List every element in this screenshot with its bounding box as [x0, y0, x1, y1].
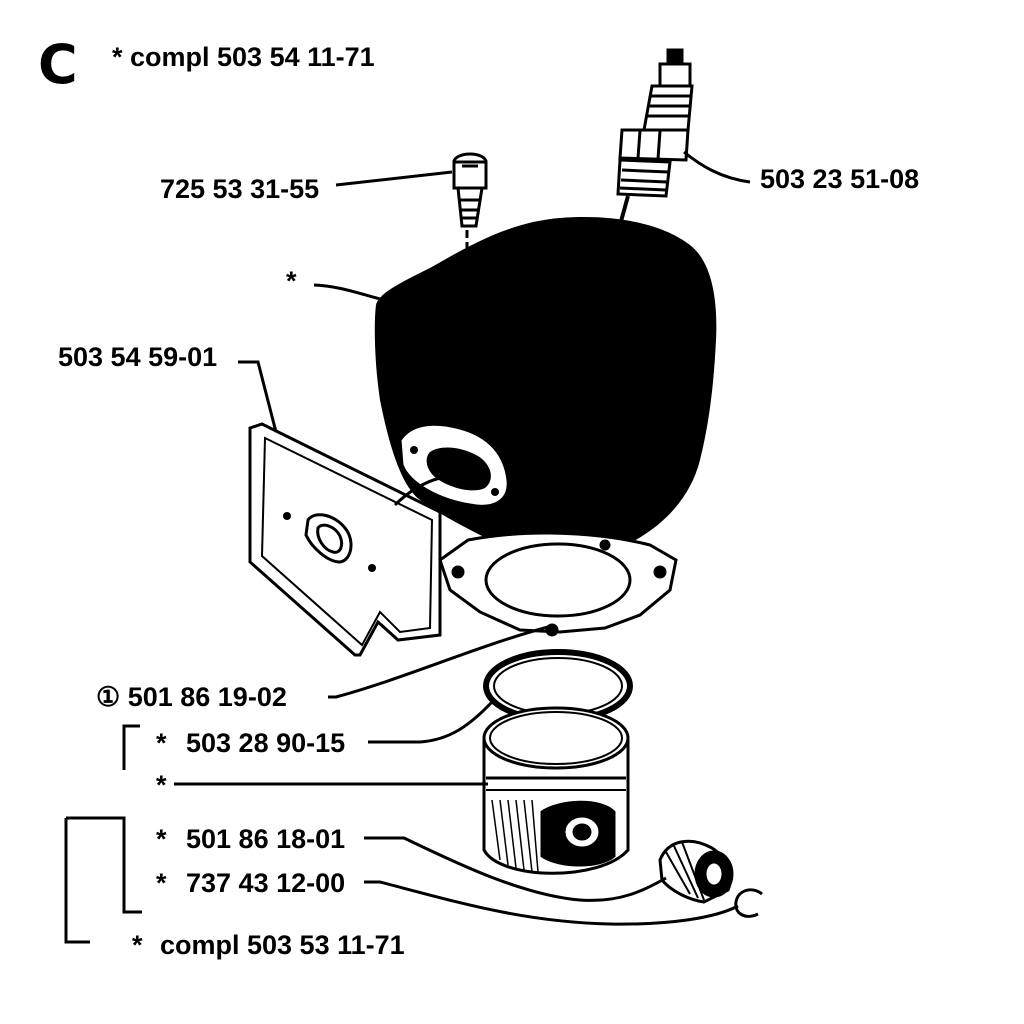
- spark-plug-drawing: [616, 48, 694, 226]
- circlip-part-number: 737 43 12-00: [186, 868, 346, 898]
- gasket-part-number: ① 501 86 19-02: [96, 682, 287, 712]
- piston-ring-part-number: 503 28 90-15: [186, 728, 346, 758]
- needle-bearing-drawing: [658, 839, 734, 904]
- circlip-marker: *: [156, 868, 167, 898]
- heat-shield-drawing: [248, 422, 442, 657]
- section-compl-label: * compl 503 54 11-71: [112, 42, 375, 72]
- heat-shield-part-number: 503 54 59-01: [58, 342, 218, 372]
- group-brackets: [64, 724, 142, 944]
- bolt-part-number: 725 53 31-55: [160, 174, 320, 204]
- piston-kit-part-number: compl 503 53 11-71: [160, 930, 405, 960]
- needle-bearing-part-number: 501 86 18-01: [186, 824, 346, 854]
- piston-ring-marker: *: [156, 728, 167, 758]
- leader-lines: [174, 150, 751, 926]
- cylinder-marker: *: [286, 266, 297, 296]
- cylinder-gasket-drawing: [438, 531, 678, 637]
- cylinder-drawing: [374, 217, 717, 566]
- bolt-drawing: [452, 152, 488, 258]
- spark-plug-part-number: 503 23 51-08: [760, 164, 920, 194]
- piston-drawing: [482, 706, 630, 875]
- needle-bearing-marker: *: [156, 824, 167, 854]
- piston-kit-marker: *: [132, 930, 143, 960]
- piston-marker: *: [156, 770, 167, 800]
- circlip-drawing: [734, 888, 763, 918]
- section-letter: C: [38, 33, 78, 96]
